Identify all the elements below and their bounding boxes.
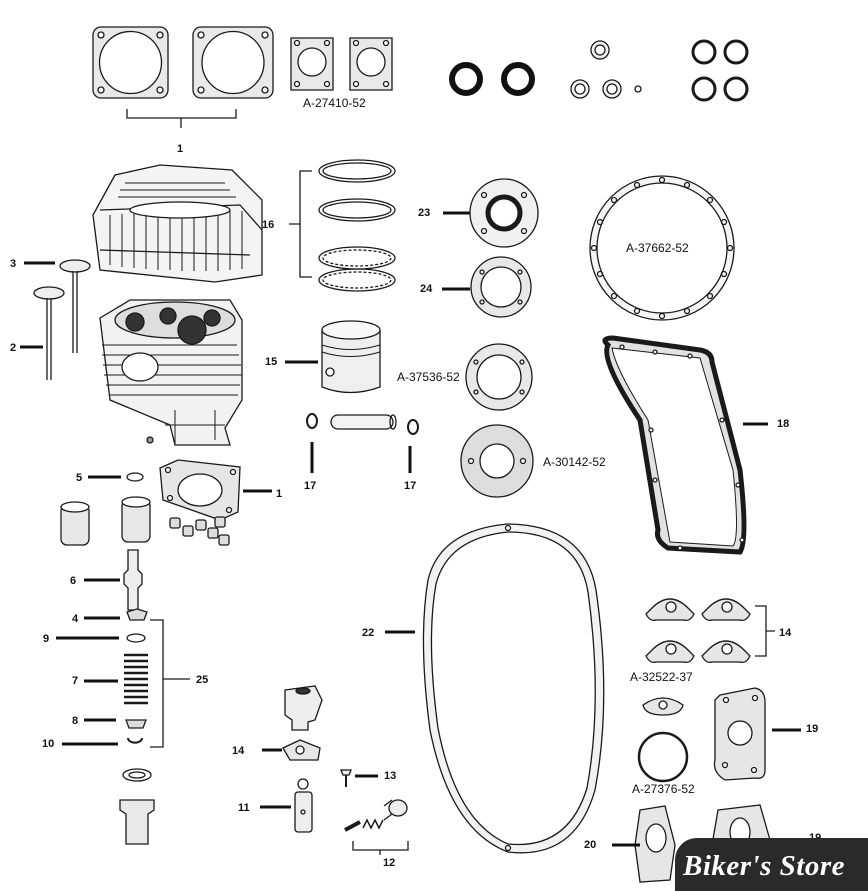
callout-1-top: 1 (177, 143, 184, 155)
callout-16: 16 (262, 219, 275, 231)
part-code-a-27376-52: A-27376-52 (632, 782, 695, 796)
bracket-1-top (126, 109, 237, 128)
valves (33, 259, 91, 380)
callout-18: 18 (777, 418, 790, 430)
piston-rings (318, 159, 396, 292)
callout-8: 8 (72, 715, 79, 727)
part-code-a-27410-52: A-27410-52 (303, 96, 366, 110)
callout-15: 15 (265, 356, 278, 368)
oil-pump-gasket (713, 687, 766, 781)
bikers-store-watermark: Biker's Store (675, 838, 868, 891)
callout-7: 7 (72, 675, 79, 687)
relief-valve-body (294, 778, 313, 833)
part-code-a-37662-52: A-37662-52 (626, 241, 689, 255)
pushrod-gasket-right (349, 37, 393, 91)
callout-23: 23 (418, 207, 431, 219)
callout-14-center: 14 (232, 745, 245, 757)
gasket-a-30142-52 (460, 424, 534, 498)
callout-17-right: 17 (404, 480, 417, 492)
callout-5: 5 (76, 472, 83, 484)
callout-6: 6 (70, 575, 77, 587)
small-flange-gasket (642, 697, 684, 716)
part-code-a-37536-52: A-37536-52 (397, 370, 460, 384)
chain-case-gasket (422, 523, 605, 854)
callout-10: 10 (42, 738, 55, 750)
callout-17-left: 17 (304, 480, 317, 492)
callout-14-right: 14 (779, 627, 792, 639)
callout-20: 20 (584, 839, 597, 851)
gasket-24 (470, 256, 532, 318)
cylinder-head-gasket-left (92, 26, 169, 99)
leader-lines (20, 211, 803, 851)
callout-19-upper: 19 (806, 723, 819, 735)
washer-5 (126, 472, 144, 482)
tappet-guides (60, 496, 151, 546)
oil-seal-rings (449, 62, 535, 96)
callout-13: 13 (384, 770, 397, 782)
spring-and-plunger (344, 799, 408, 832)
callout-4: 4 (72, 613, 79, 625)
callout-11: 11 (238, 802, 250, 814)
callout-1-lower: 1 (276, 488, 283, 500)
bracket-16 (289, 170, 312, 278)
small-washers (570, 40, 642, 99)
o-ring-large (637, 731, 689, 783)
oil-pump-gasket-lower-left (634, 805, 676, 883)
bleed-screw (340, 769, 352, 787)
cylinder-head-gasket-right (192, 26, 274, 99)
valve-spring-stack (119, 608, 155, 845)
o-rings-set (691, 39, 749, 102)
cylinder-barrel (99, 299, 243, 446)
callout-25: 25 (196, 674, 209, 686)
wrist-pin-and-clips (306, 413, 419, 435)
bracket-12 (352, 841, 409, 855)
cylinder-head (92, 164, 263, 283)
callout-3: 3 (10, 258, 17, 270)
cylinder-base-gasket (159, 459, 241, 521)
tappet (123, 549, 143, 611)
callout-22: 22 (362, 627, 375, 639)
bracket-14-right (755, 605, 775, 657)
callout-24: 24 (420, 283, 433, 295)
tappet-block (284, 685, 323, 731)
callout-9: 9 (43, 633, 50, 645)
small-nuts-cluster (169, 516, 230, 546)
part-code-a-30142-52: A-30142-52 (543, 455, 606, 469)
small-gasket-14-center (282, 739, 321, 761)
primary-cover-gasket (602, 335, 747, 555)
callout-12: 12 (383, 857, 396, 869)
bracket-25 (150, 619, 190, 748)
piston (321, 320, 381, 394)
gasket-23 (469, 178, 539, 248)
flange-gaskets-14 (645, 598, 751, 664)
part-code-a-32522-37: A-32522-37 (630, 670, 693, 684)
pushrod-gasket-left (290, 37, 334, 91)
round-cover-gasket (589, 175, 735, 321)
callout-2: 2 (10, 342, 17, 354)
gasket-a-37536-52 (465, 343, 533, 411)
watermark-text: Biker's Store (683, 850, 845, 882)
